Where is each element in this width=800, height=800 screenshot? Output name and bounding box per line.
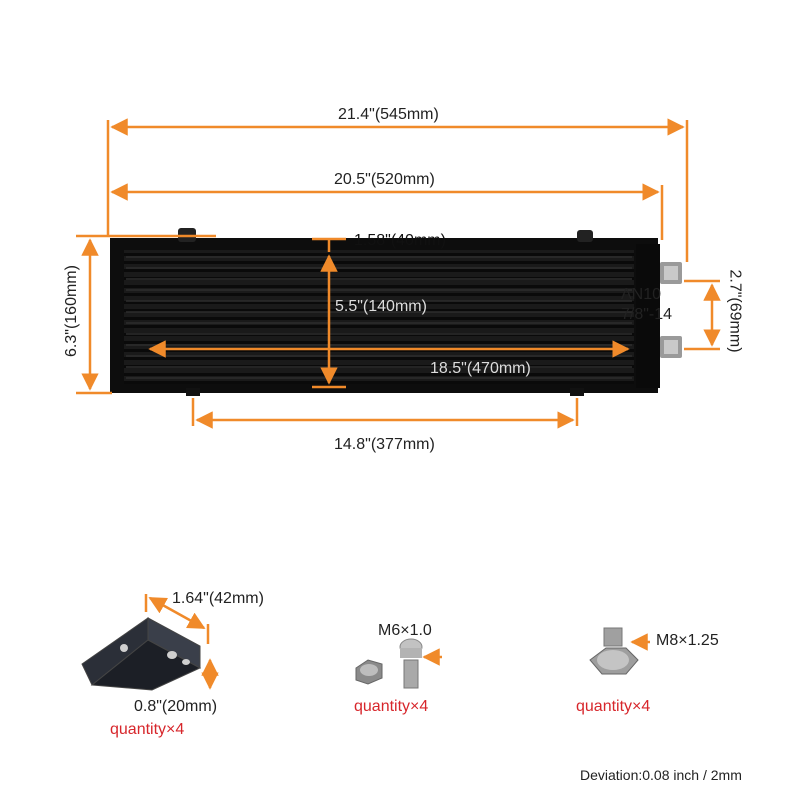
mount-spacing-label: 14.8"(377mm) — [334, 436, 435, 453]
m6-bolt-illustration — [355, 638, 423, 689]
core-height-label: 5.5"(140mm) — [335, 298, 427, 315]
m8-bolt-illustration — [589, 627, 639, 675]
bracket-long-size-label: 1.64"(42mm) — [172, 590, 264, 607]
fitting-type-label: AN10 — [621, 286, 662, 303]
m6-spec-label: M6×1.0 — [378, 622, 432, 639]
top-margin-label: 1.58"(40mm) — [354, 232, 446, 249]
oil-cooler-body — [110, 228, 660, 396]
bracket-short-size-label: 0.8"(20mm) — [134, 698, 218, 715]
overall-height-label: 6.3"(160mm) — [62, 265, 80, 357]
bracket-illustration — [81, 617, 202, 691]
m8-quantity-label: quantity×4 — [576, 698, 651, 715]
bracket-quantity-label: quantity×4 — [110, 721, 185, 738]
an10-fittings — [660, 262, 682, 358]
overall-width-label: 21.4"(545mm) — [338, 106, 439, 123]
deviation-note: Deviation:0.08 inch / 2mm — [580, 767, 742, 783]
port-spacing-label: 2.7"(69mm) — [726, 269, 744, 353]
m6-quantity-label: quantity×4 — [354, 698, 429, 715]
core-width-label: 20.5"(520mm) — [334, 171, 435, 188]
fitting-thread-label: 7/8"-14 — [621, 306, 673, 323]
fin-width-label: 18.5"(470mm) — [430, 360, 531, 377]
m8-spec-label: M8×1.25 — [656, 632, 719, 649]
